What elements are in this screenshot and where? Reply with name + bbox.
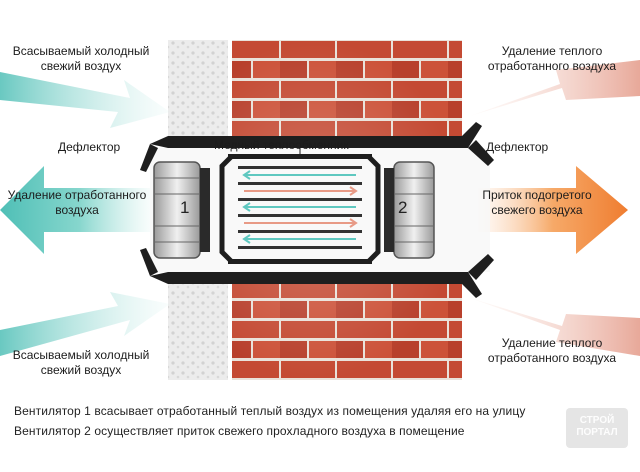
supply-arrow-right [478, 166, 628, 254]
watermark-badge [566, 408, 628, 448]
heat-exchanger [219, 154, 381, 264]
watermark-logo: СТРОЙ ПОРТАЛ [566, 408, 628, 448]
label-heat-exchanger: Медный теплообменник [214, 138, 349, 152]
cold-air-stream-bottom [0, 292, 170, 356]
exhaust-arrow-left [0, 166, 158, 254]
caption-fan-2: Вентилятор 2 осуществляет приток свежего… [14, 424, 465, 438]
label-exhaust-top-right: Удаление теплого отработанного воздуха [487, 44, 617, 73]
caption-fan-1: Вентилятор 1 всасывает отработанный тепл… [14, 404, 526, 418]
label-deflector-right: Дефлектор [486, 140, 549, 154]
label-intake-bottom-left: Всасываемый холодный свежий воздух [12, 348, 150, 377]
label-supply-right: Приток подогретого свежего воздуха [482, 188, 592, 217]
cold-air-stream-top [0, 72, 170, 128]
fan-1-number: 1 [180, 198, 190, 217]
fan-1 [153, 161, 210, 259]
label-deflector-left: Дефлектор [58, 140, 121, 154]
fan-2-number: 2 [398, 198, 408, 217]
label-intake-top-left: Всасываемый холодный свежий воздух [12, 44, 150, 73]
watermark-line-1: СТРОЙ [579, 415, 615, 426]
deflector-bottom-bracket [150, 272, 482, 298]
fan-2 [384, 161, 435, 259]
warm-air-stream-top [470, 60, 640, 116]
warm-air-stream-bottom [470, 298, 640, 356]
label-exhaust-bottom-right: Удаление теплого отработанного воздуха [487, 336, 617, 365]
deflector-top-bracket [150, 122, 482, 148]
watermark-line-2: ПОРТАЛ [576, 427, 618, 438]
label-exhaust-left: Удаление отработанного воздуха [7, 188, 147, 217]
